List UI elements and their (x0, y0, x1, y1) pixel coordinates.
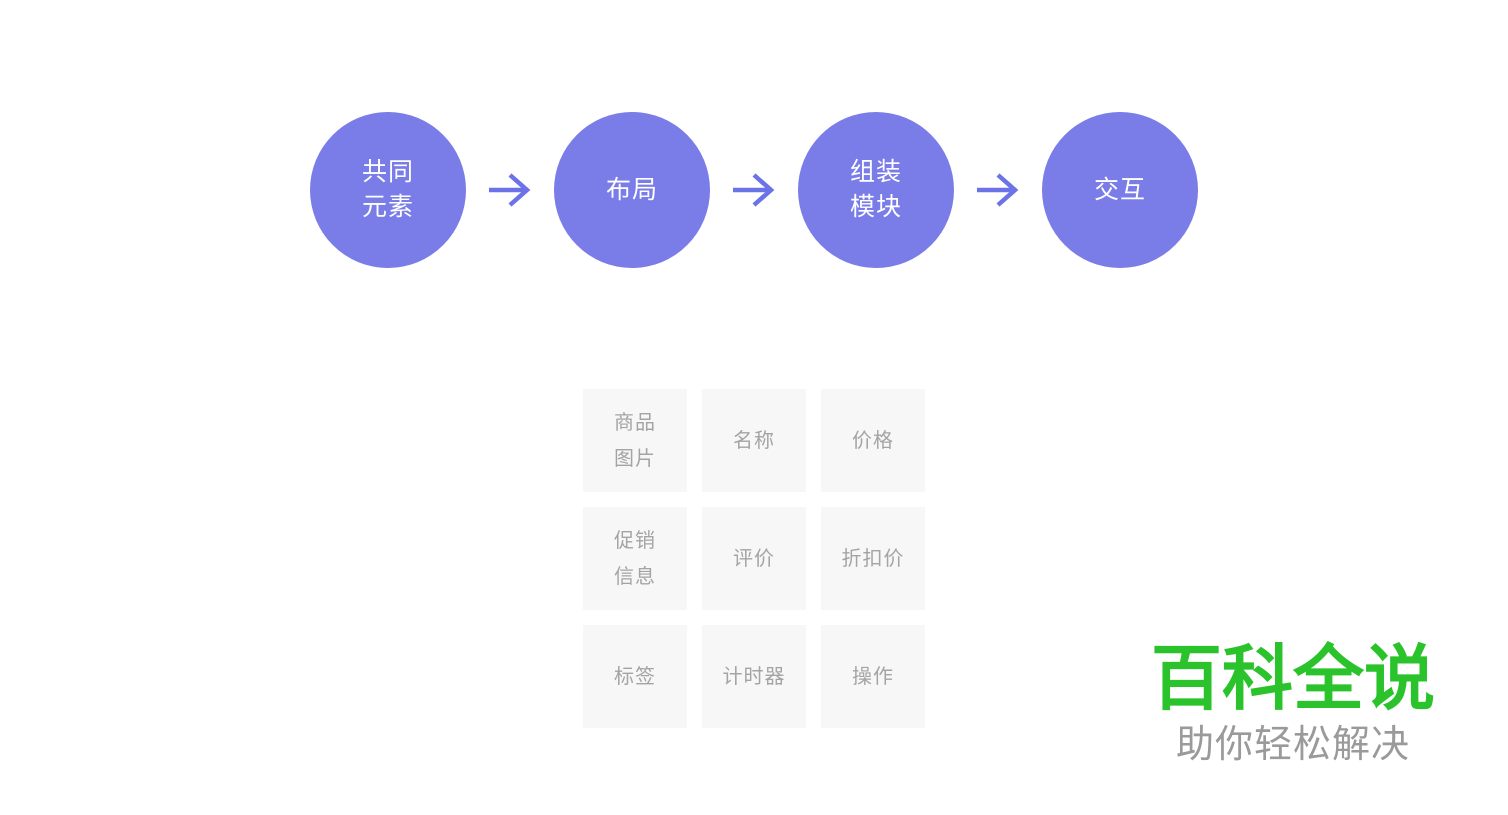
flow-step-layout: 布局 (554, 112, 710, 268)
module-cell-price: 价格 (821, 389, 925, 492)
flow-step-label: 交互 (1093, 175, 1146, 204)
flow-step-common-elements: 共同 元素 (310, 112, 466, 268)
flow-step-label: 组装 模块 (849, 158, 902, 221)
flow-step-assemble-modules: 组装 模块 (798, 112, 954, 268)
flow-step-label: 共同 元素 (361, 158, 414, 221)
module-cell-discount-price: 折扣价 (821, 507, 925, 610)
module-cell-promo-info: 促销 信息 (583, 507, 687, 610)
watermark-logo: 百科全说 助你轻松解决 (1143, 638, 1443, 768)
logo-subtitle: 助你轻松解决 (1175, 724, 1410, 766)
flow-step-interaction: 交互 (1042, 112, 1198, 268)
flow-step-label: 布局 (605, 175, 658, 204)
module-cell-review: 评价 (702, 507, 806, 610)
module-cell-product-image: 商品 图片 (583, 389, 687, 492)
module-grid: 商品 图片 名称 价格 促销 信息 评价 折扣价 标签 计时器 操作 (583, 389, 925, 728)
arrow-right-icon (730, 168, 778, 212)
arrow-right-icon (486, 168, 534, 212)
module-cell-tag: 标签 (583, 625, 687, 728)
module-cell-name: 名称 (702, 389, 806, 492)
arrow-right-icon (974, 168, 1022, 212)
module-cell-timer: 计时器 (702, 625, 806, 728)
module-cell-action: 操作 (821, 625, 925, 728)
logo-title: 百科全说 (1150, 640, 1435, 719)
